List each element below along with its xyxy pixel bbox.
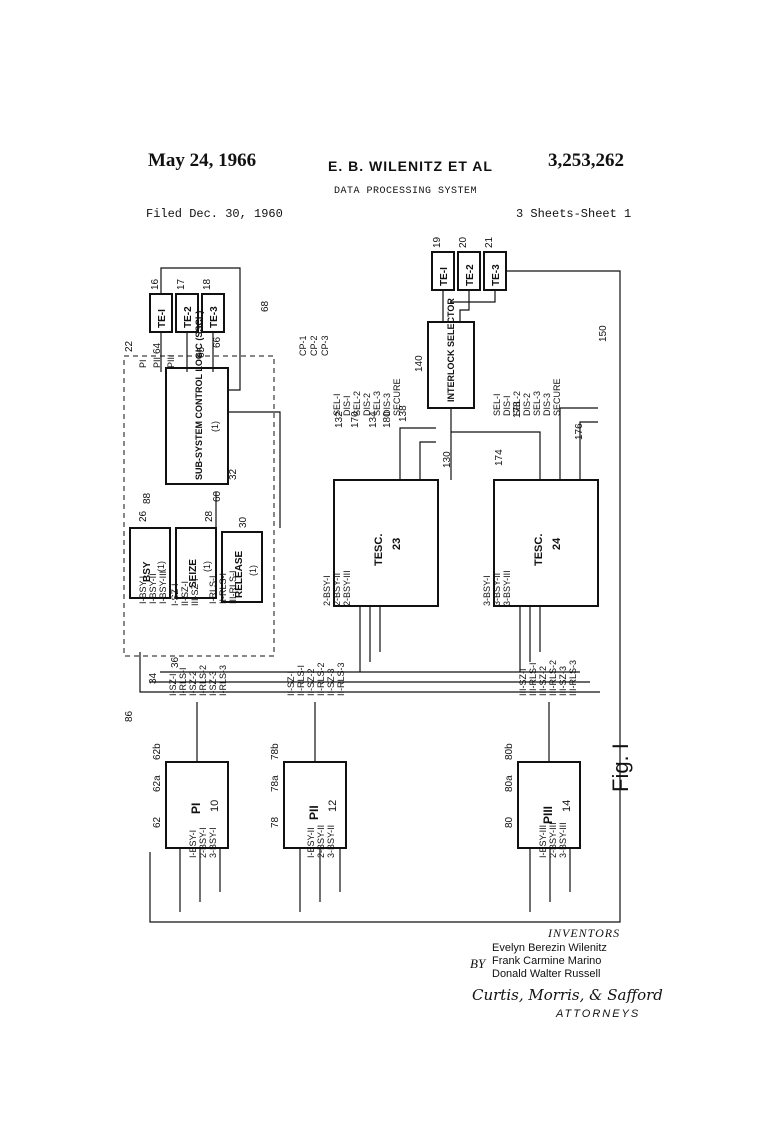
p3-ref: 14 <box>561 800 573 812</box>
ref-170: 170 <box>350 411 361 428</box>
ref-150: 150 <box>598 325 609 342</box>
attorneys-label: ATTORNEYS <box>556 1008 640 1020</box>
figure-label: Fig. I <box>608 743 633 792</box>
inventor-name: Donald Walter Russell <box>492 968 607 981</box>
inventor-line: E. B. WILENITZ ET AL <box>328 158 493 174</box>
bsy-count: (1) <box>156 561 166 572</box>
interlock-selector-label: INTERLOCK SELECTOR <box>446 298 456 402</box>
seize-count: (1) <box>202 561 212 572</box>
p1-ref: 10 <box>209 800 221 812</box>
ref-86: 86 <box>124 710 135 722</box>
inventor-names: Evelyn Berezin Wilenitz Frank Carmine Ma… <box>492 942 607 981</box>
release-count: (1) <box>248 565 258 576</box>
ref-62: 62 <box>152 816 163 828</box>
bsy-label: BSY <box>142 561 153 582</box>
te2-right-label: TE-2 <box>465 264 476 286</box>
ref-132: 132 <box>334 411 345 428</box>
ref-78b: 78b <box>270 743 281 760</box>
ref-80: 80 <box>504 816 515 828</box>
ref-60: 60 <box>212 490 223 502</box>
ref-178: 178 <box>512 401 523 418</box>
sheet-number: 3 Sheets-Sheet 1 <box>516 207 631 221</box>
ref-80b: 80b <box>504 743 515 760</box>
inventors-heading: INVENTORS <box>548 926 620 941</box>
ref-32: 32 <box>228 468 239 480</box>
ref-36: 36 <box>170 656 181 668</box>
attorney-signature: Curtis, Morris, & Safford <box>472 986 663 1004</box>
sscl-count: (1) <box>210 421 220 432</box>
tesc24-ref: 24 <box>551 537 563 550</box>
ref-22: 22 <box>124 340 135 352</box>
te-group-top: TE-I TE-2 TE-3 <box>150 294 224 332</box>
p2-label: PII <box>307 805 321 820</box>
ref-21: 21 <box>484 236 495 248</box>
tesc23-block <box>334 480 438 606</box>
ref-140: 140 <box>414 355 425 372</box>
ref-78: 78 <box>270 816 281 828</box>
ref-64: 64 <box>152 342 163 354</box>
tesc24-block <box>494 480 598 606</box>
ref-18: 18 <box>202 278 213 290</box>
ref-180: 180 <box>382 411 393 428</box>
ref-19: 19 <box>432 236 443 248</box>
tesc24-label: TESC. <box>533 534 545 566</box>
patent-number: 3,253,262 <box>548 150 624 172</box>
ref-17: 17 <box>176 278 187 290</box>
te3-right-label: TE-3 <box>491 264 502 286</box>
patent-title: DATA PROCESSING SYSTEM <box>334 186 477 197</box>
te-group-right: TE-I TE-2 TE-3 <box>432 252 506 290</box>
p3-label: PIII <box>541 806 555 824</box>
ref-62a: 62a <box>152 775 163 792</box>
ref-16: 16 <box>150 278 161 290</box>
inventor-name: Evelyn Berezin Wilenitz <box>492 942 607 955</box>
ref-68: 68 <box>260 300 271 312</box>
ref-134: 134 <box>368 411 379 428</box>
ref-28: 28 <box>204 510 215 522</box>
ref-20: 20 <box>458 236 469 248</box>
ref-130: 130 <box>442 451 453 468</box>
te2-top-label: TE-2 <box>183 306 194 328</box>
inventor-name: Frank Carmine Marino <box>492 955 607 968</box>
ref-88: 88 <box>142 492 153 504</box>
te1-top-label: TE-I <box>157 309 168 328</box>
p2-ref: 12 <box>327 800 339 812</box>
ref-176: 176 <box>574 423 585 440</box>
tesc23-ref: 23 <box>391 538 403 550</box>
ref-26: 26 <box>138 510 149 522</box>
p1-label: PI <box>189 803 203 814</box>
ref-65: 65 <box>196 346 207 358</box>
tesc23-label: TESC. <box>373 534 385 566</box>
release-label: RELEASE <box>234 550 245 598</box>
sscl-label: SUB-SYSTEM CONTROL LOGIC (SSCL) <box>194 311 204 480</box>
ref-80a: 80a <box>504 775 515 792</box>
block-diagram: TE-I TE-2 TE-3 TE-I TE-2 TE-3 INTERLOCK … <box>120 232 640 952</box>
te1-right-label: TE-I <box>439 267 450 286</box>
filed-date: Filed Dec. 30, 1960 <box>146 207 283 221</box>
ref-34: 34 <box>148 672 159 684</box>
seize-label: SEIZE <box>188 559 199 588</box>
ref-138: 138 <box>398 405 409 422</box>
ref-30: 30 <box>238 516 249 528</box>
ref-62b: 62b <box>152 743 163 760</box>
te3-top-label: TE-3 <box>209 306 220 328</box>
ref-66: 66 <box>212 336 223 348</box>
ref-174: 174 <box>494 449 505 466</box>
patent-date: May 24, 1966 <box>148 150 256 172</box>
ref-78a: 78a <box>270 775 281 792</box>
by-label: BY <box>470 956 485 972</box>
